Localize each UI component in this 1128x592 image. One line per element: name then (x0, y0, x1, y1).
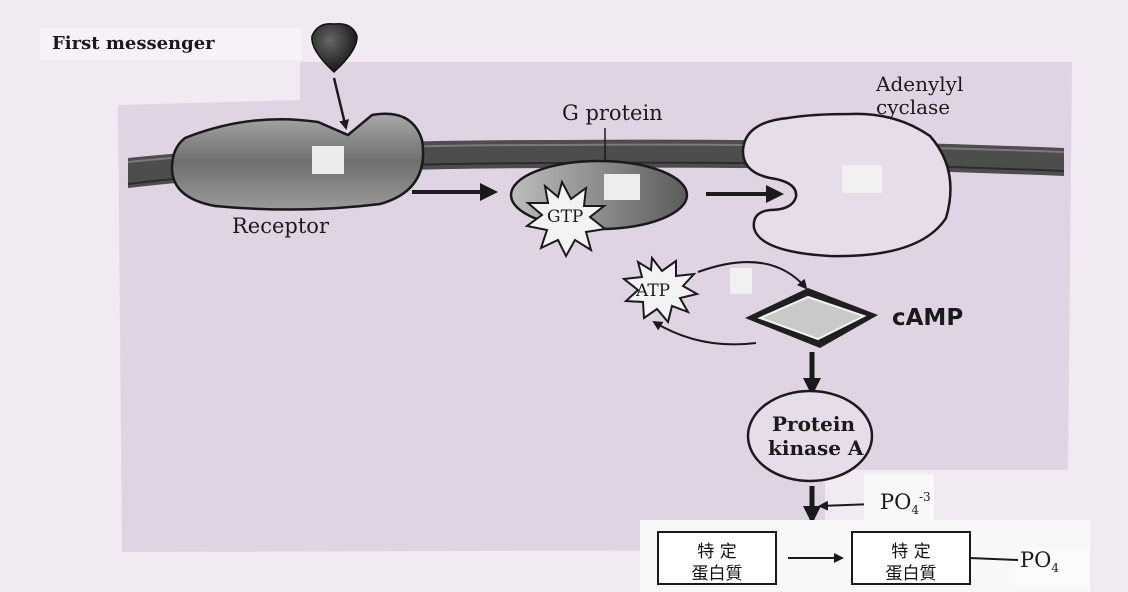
label-first-messenger: First messenger (52, 33, 215, 54)
phosphate-out-text: PO (1020, 548, 1051, 572)
label-phosphate-out: PO4 (1020, 548, 1059, 575)
label-camp: cAMP (892, 305, 963, 331)
phosphate-out-subscript: 4 (1051, 561, 1059, 575)
specific-protein-label-1b: 蛋白質 (658, 559, 776, 584)
phosphate-in-superscript: -3 (919, 490, 931, 504)
label-gtp: GTP (547, 207, 583, 227)
specific-protein-label-2b: 蛋白質 (852, 559, 970, 584)
phosphate-in-subscript: 4 (911, 503, 919, 517)
label-g-protein: G protein (562, 101, 663, 125)
label-kinase-a: kinase A (768, 436, 863, 460)
label-receptor: Receptor (232, 214, 329, 238)
phosphate-in-text: PO (880, 490, 911, 514)
label-protein: Protein (772, 412, 855, 436)
label-adenylyl: Adenylyl (876, 72, 963, 96)
label-atp: ATP (636, 281, 670, 301)
label-cyclase: cyclase (876, 95, 950, 119)
label-phosphate-in: PO4-3 (880, 490, 931, 517)
